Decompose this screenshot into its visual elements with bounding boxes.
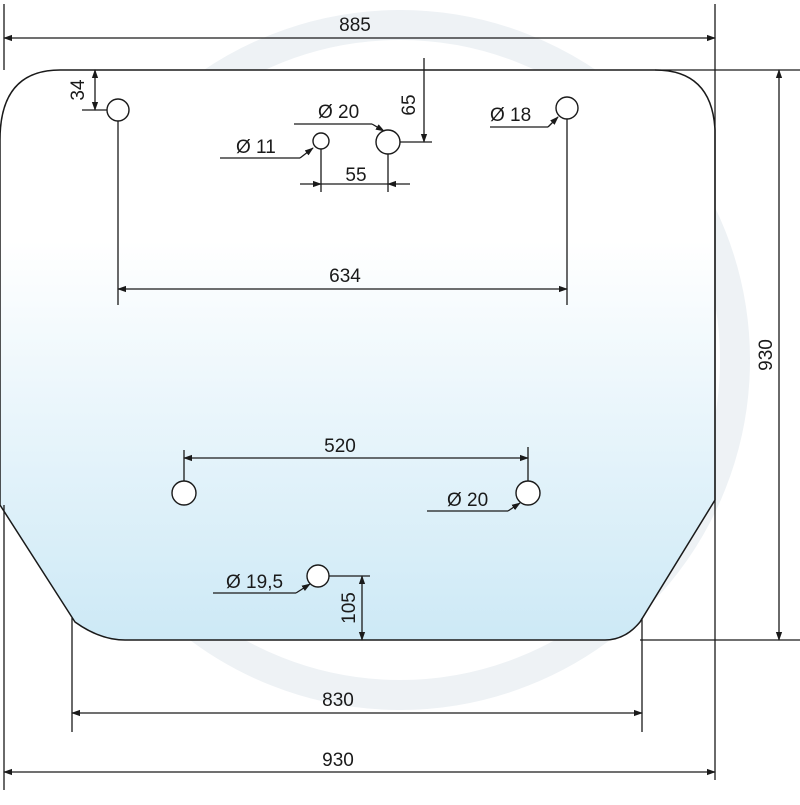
dimension-lower-width-label: 830: [322, 690, 354, 711]
dimension-height-label: 930: [756, 339, 777, 371]
dimension-bottom-offset-label: 105: [339, 592, 360, 624]
hole-bottom: [306, 564, 330, 588]
dimension-top-width-label: 885: [339, 15, 371, 36]
label-diameter-19-5: Ø 19,5: [226, 572, 283, 593]
dimension-lower-hole-span-label: 520: [324, 436, 356, 457]
hole-lower-right: [515, 480, 541, 506]
dimension-top-width: 885: [3, 4, 716, 780]
hole-small: [312, 132, 330, 150]
dimension-top-offset-center: 65: [399, 58, 432, 143]
hole-lower-left: [171, 480, 197, 506]
glass-pane-outline: [0, 69, 716, 641]
dimension-bottom-offset: 105: [339, 575, 366, 641]
dimension-upper-hole-span: 634: [117, 266, 568, 293]
hole-upper-right: [555, 96, 579, 120]
dimension-top-offset-left-label: 34: [68, 79, 89, 101]
dimension-top-offset-center-label: 65: [399, 94, 420, 115]
label-diameter-20-upper: Ø 20: [318, 102, 359, 123]
dimension-small-hole-spacing-label: 55: [345, 165, 366, 186]
dimension-lower-width: 830: [71, 618, 643, 732]
dimension-lower-hole-span: 520: [183, 436, 529, 462]
dimension-bottom-width: 930: [3, 505, 716, 790]
label-diameter-11: Ø 11: [236, 137, 276, 158]
dimension-upper-hole-span-label: 634: [329, 266, 361, 287]
label-diameter-18: Ø 18: [490, 105, 531, 126]
label-diameter-20-lower: Ø 20: [447, 490, 488, 511]
dimension-small-hole-spacing: 55: [300, 165, 410, 188]
hole-upper-center: [375, 129, 401, 155]
dimension-bottom-width-label: 930: [322, 750, 354, 771]
hole-upper-left: [106, 98, 130, 122]
dimension-height: 930: [640, 69, 800, 641]
